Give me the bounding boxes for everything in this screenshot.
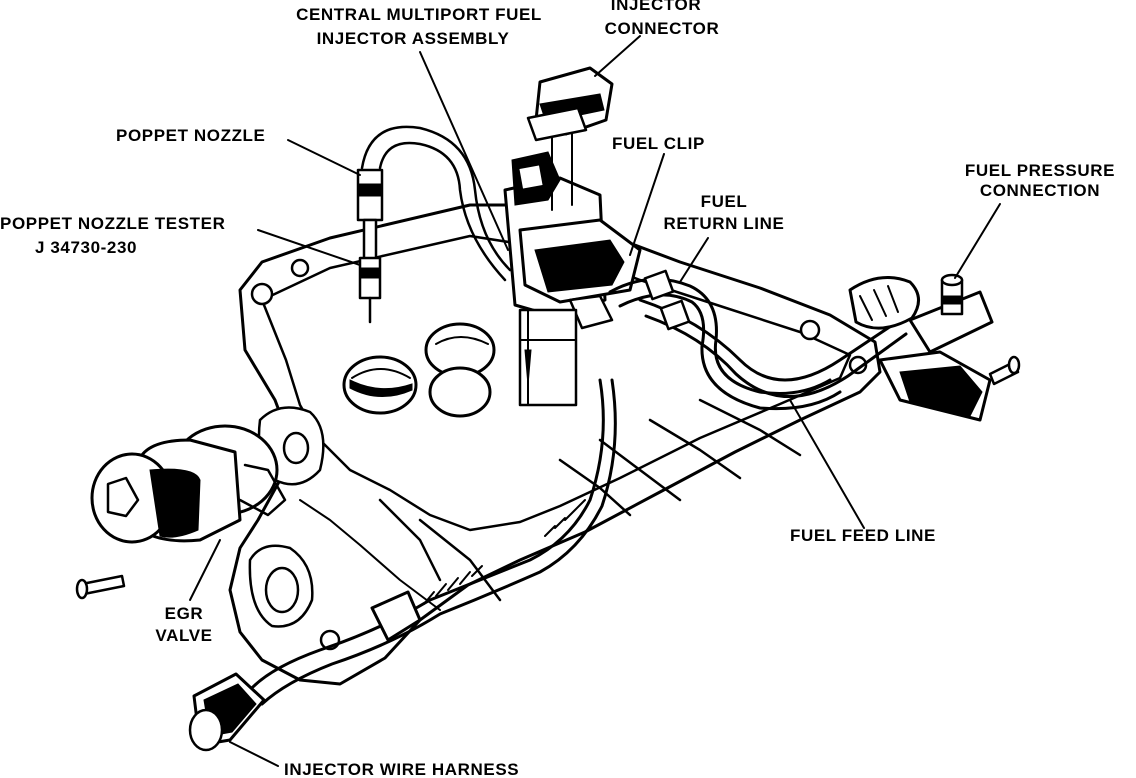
leader-central-injector <box>419 51 509 251</box>
throttle-bores <box>342 322 496 418</box>
label-fuel-feed-line: FUEL FEED LINE <box>790 526 936 545</box>
label-fuel-pressure-line2: CONNECTION <box>980 181 1100 200</box>
label-egr-valve-line2: VALVE <box>155 626 212 645</box>
label-central-injector-line2: INJECTOR ASSEMBLY <box>317 29 510 48</box>
leader-fuel-clip <box>629 153 665 256</box>
central-injector-assembly <box>503 151 642 407</box>
label-fuel-return-line2: RETURN LINE <box>664 214 785 233</box>
injector-wire-harness <box>188 378 617 752</box>
leader-fuel-feed <box>789 399 865 529</box>
leader-egr-valve <box>189 539 221 601</box>
label-poppet-tester-line2: J 34730-230 <box>35 238 137 257</box>
leader-fuel-pressure <box>954 203 1001 279</box>
leader-lines <box>189 35 1001 767</box>
egr-valve <box>90 424 287 544</box>
leader-poppet-nozzle <box>287 139 361 176</box>
label-fuel-return-line1: FUEL <box>701 192 748 211</box>
poppet-nozzle-tester <box>356 125 512 324</box>
egr-bolt <box>75 574 126 600</box>
leader-wire-harness <box>229 741 279 767</box>
label-poppet-tester-line1: POPPET NOZZLE TESTER <box>0 214 225 233</box>
label-injector-wire-harness: INJECTOR WIRE HARNESS <box>284 760 519 778</box>
label-injector-connector-line1: INJECTOR <box>611 0 701 14</box>
label-central-injector-line1: CENTRAL MULTIPORT FUEL <box>296 5 542 24</box>
fuel-lines <box>608 269 908 411</box>
leader-poppet-tester <box>257 229 361 266</box>
leader-fuel-return <box>679 237 709 283</box>
leader-injector-connector <box>594 35 641 77</box>
label-injector-connector-line2: CONNECTOR <box>605 19 720 38</box>
label-poppet-nozzle: POPPET NOZZLE <box>116 126 265 145</box>
label-fuel-pressure-line1: FUEL PRESSURE <box>965 161 1115 180</box>
label-fuel-clip: FUEL CLIP <box>612 134 705 153</box>
label-egr-valve-line1: EGR <box>165 604 204 623</box>
fuel-pressure-connection <box>848 273 1021 422</box>
injector-connector <box>526 66 614 211</box>
